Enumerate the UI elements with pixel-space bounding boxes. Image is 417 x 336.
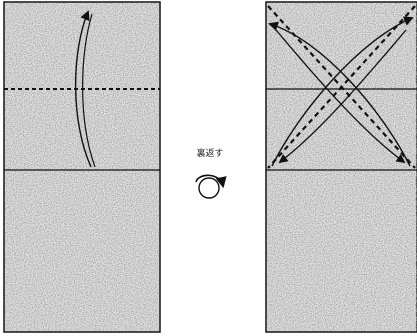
right-fold-arrow-3	[275, 29, 406, 164]
left-fold-arrow	[74, 10, 92, 168]
flip-arrow-icon	[195, 174, 227, 189]
left-fold-arrow-guide	[82, 13, 96, 168]
left-paper	[3, 1, 161, 333]
right-paper-texture	[267, 3, 417, 331]
right-fold-arrow-1	[271, 16, 414, 167]
flip-over-rotate-icon	[198, 177, 220, 199]
right-fold-arrow-4	[278, 29, 407, 164]
left-paper-texture	[5, 3, 159, 331]
right-fold-arrow-2	[268, 21, 411, 167]
right-paper	[265, 1, 417, 333]
flip-over-label: 裏返す	[196, 149, 224, 159]
right-valley-fold-diagonal-2	[267, 5, 416, 169]
flip-over-symbol	[195, 174, 227, 199]
